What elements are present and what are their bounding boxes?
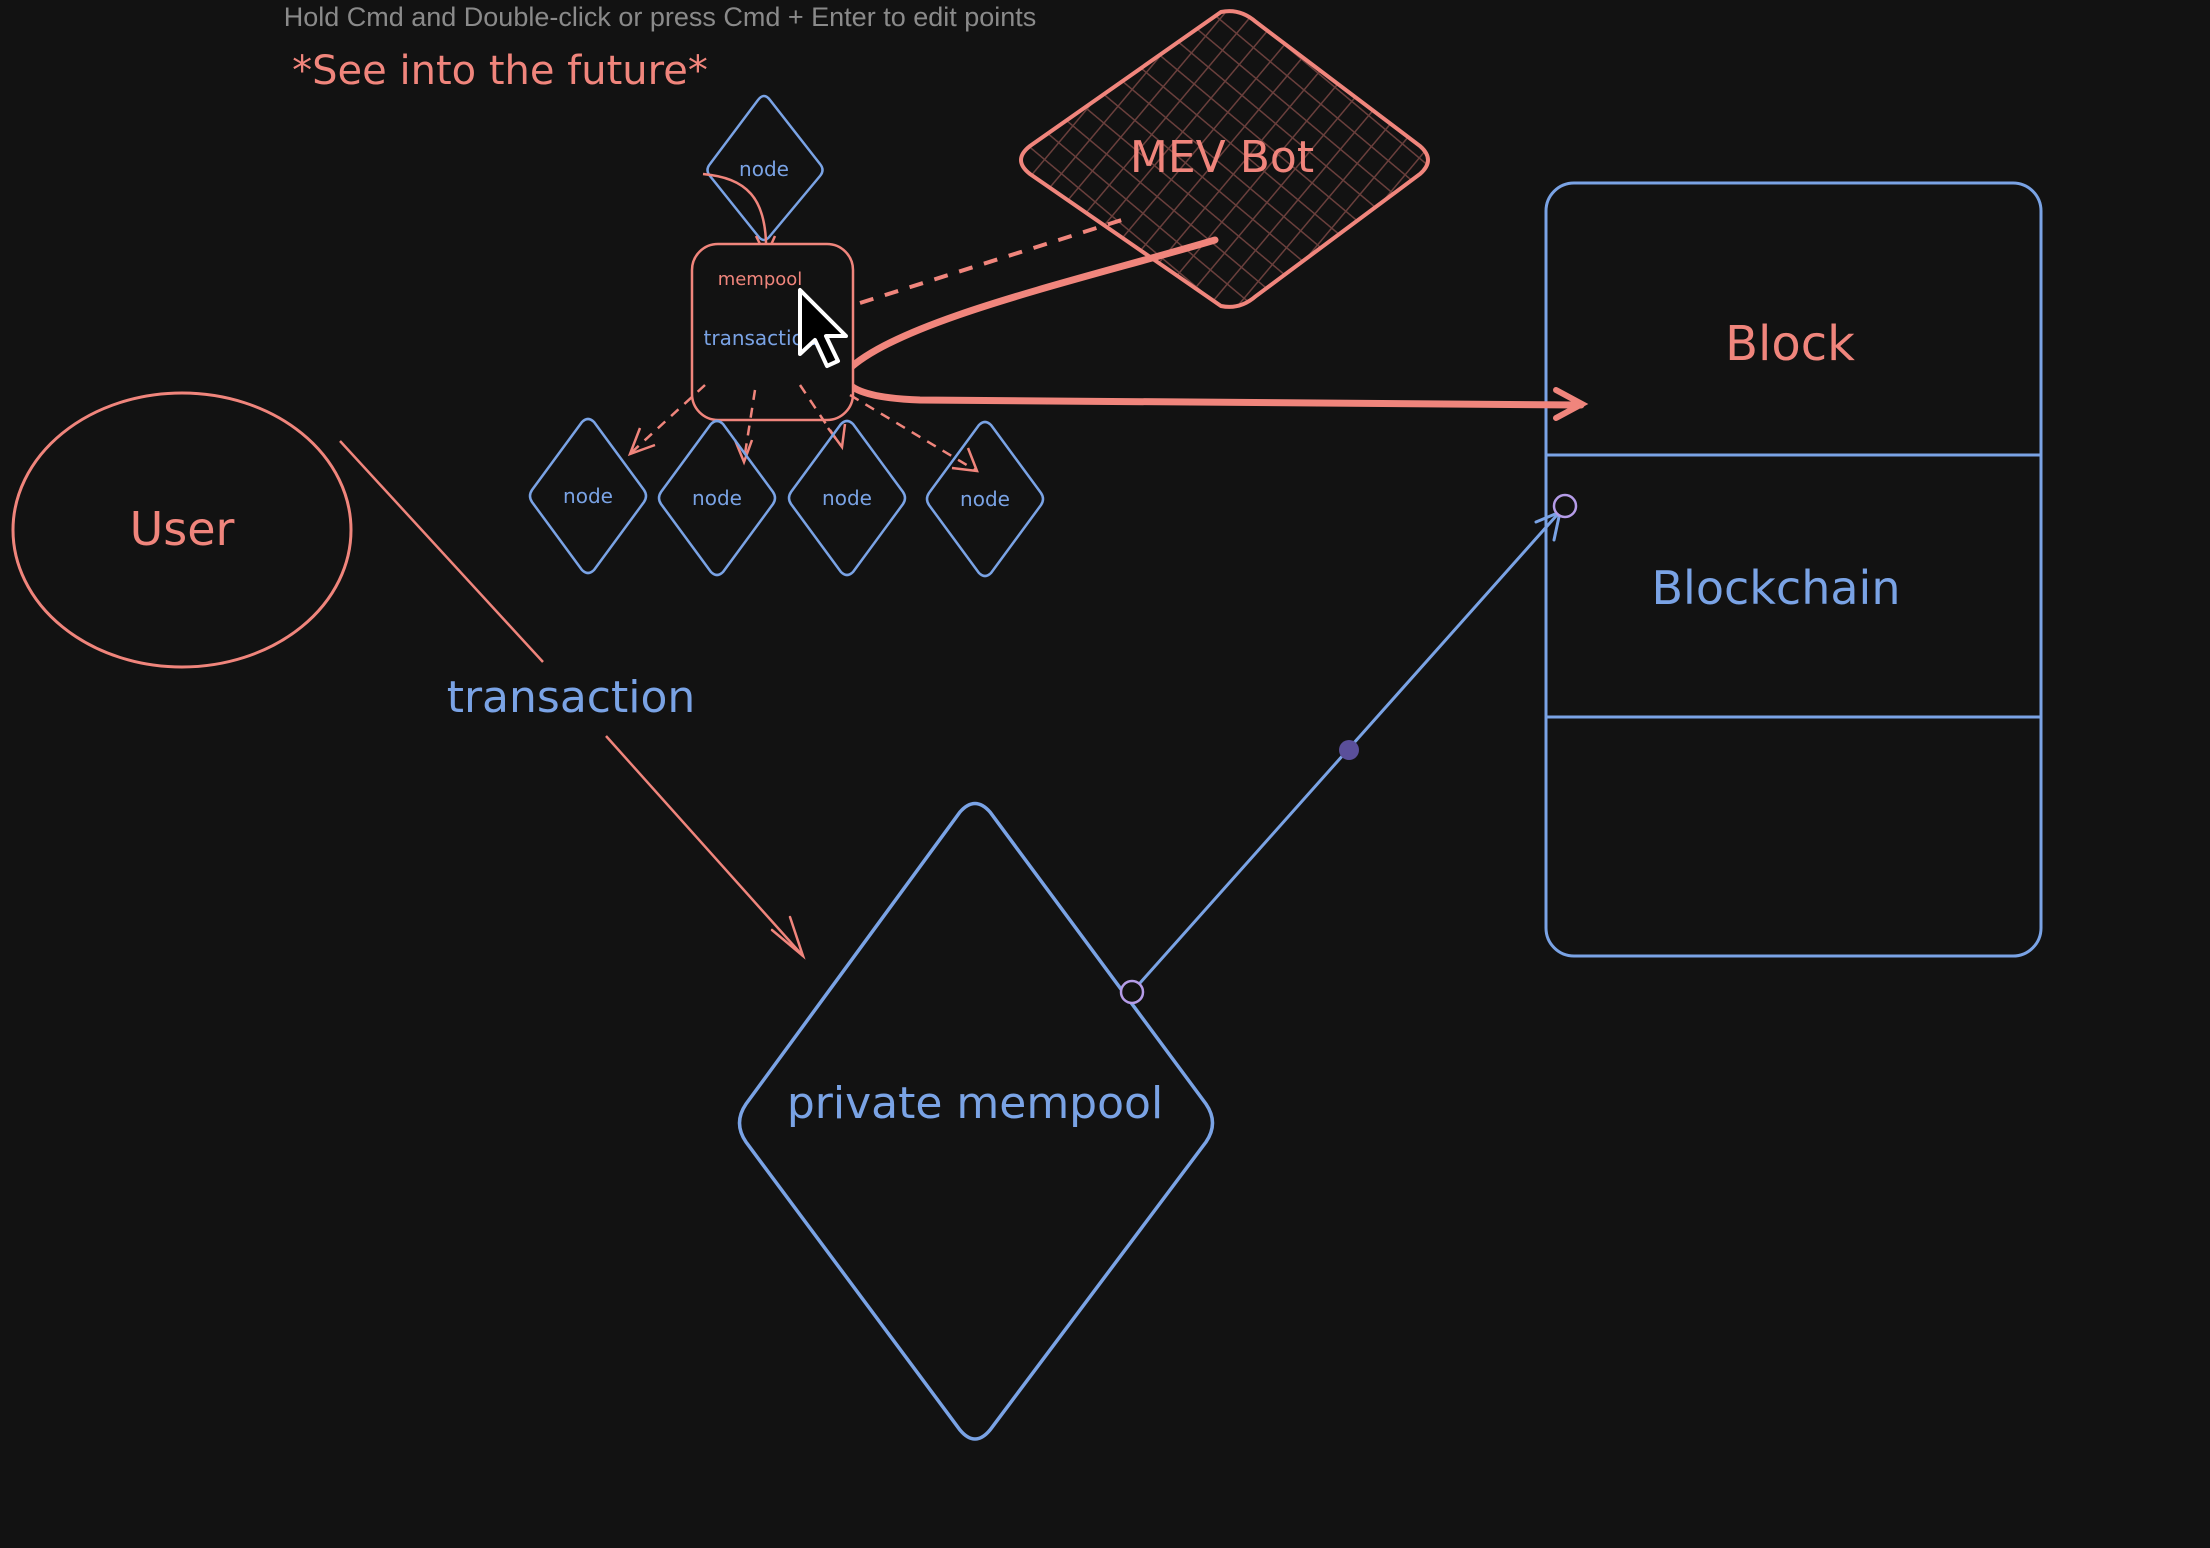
transaction-label: transaction xyxy=(447,672,696,723)
node-label: node xyxy=(563,484,613,508)
private-mempool-diamond[interactable]: private mempool xyxy=(737,801,1215,1441)
mev-bot-label: MEV Bot xyxy=(1130,132,1314,183)
arrowhead-icon xyxy=(770,915,806,960)
node-diamond[interactable]: node xyxy=(925,420,1045,578)
user-ellipse[interactable]: User xyxy=(11,391,353,669)
node-label: node xyxy=(960,487,1010,511)
arrowhead-icon xyxy=(1553,387,1589,421)
midpoint-handle[interactable] xyxy=(1339,740,1359,760)
edit-points-hint: Hold Cmd and Double-click or press Cmd +… xyxy=(284,2,1037,32)
private-mempool-label: private mempool xyxy=(787,1078,1163,1129)
blockchain-container[interactable]: Block Blockchain xyxy=(1544,181,2043,958)
mev-to-block-arrow[interactable] xyxy=(842,236,1589,421)
end-point-handle[interactable] xyxy=(1552,493,1578,519)
node-diamond[interactable]: node xyxy=(528,417,648,575)
mempool-box-title: mempool xyxy=(718,269,803,290)
node-label: node xyxy=(822,486,872,510)
mempool-to-blockchain-arrow[interactable] xyxy=(1119,493,1578,1005)
start-point-handle[interactable] xyxy=(1119,979,1145,1005)
user-label: User xyxy=(130,502,235,556)
block-label: Block xyxy=(1725,316,1855,372)
node-diamond[interactable]: node xyxy=(657,419,777,577)
node-diamond[interactable]: node xyxy=(787,419,907,577)
arrow-cursor-icon xyxy=(798,288,848,368)
mempool-to-mev-dashed-line[interactable] xyxy=(859,216,1129,305)
node-label: node xyxy=(692,486,742,510)
mempool-box-item: transaction xyxy=(704,326,817,350)
mempool-box[interactable]: mempool transaction xyxy=(690,242,855,422)
top-node-label: node xyxy=(739,157,789,181)
top-node-diamond[interactable]: node xyxy=(706,94,824,242)
mev-bot-diamond[interactable]: MEV Bot xyxy=(1000,0,1450,320)
transaction-arrow[interactable] xyxy=(339,440,806,960)
blockchain-label: Blockchain xyxy=(1652,561,1901,615)
annotation-see-into-future: *See into the future* xyxy=(292,48,708,94)
